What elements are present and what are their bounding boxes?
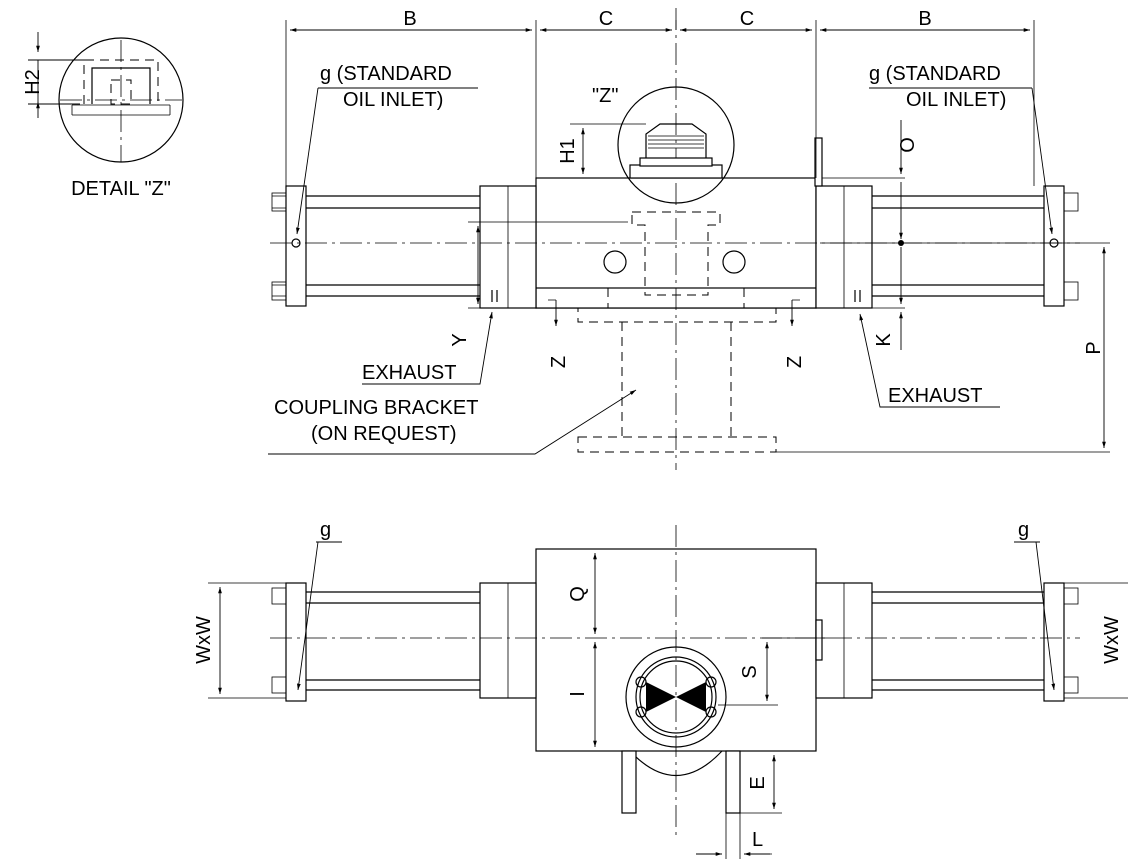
g-right-label: g: [1018, 519, 1029, 541]
dim-h2-label: H2: [22, 69, 44, 95]
detail-caption: DETAIL "Z": [71, 178, 171, 200]
left-cylinder: [271, 185, 480, 307]
top-view: B C C B g (STANDARD OIL INLET) g (STANDA…: [268, 8, 1110, 470]
dim-wxw-left: WxW: [193, 616, 215, 664]
bracket-label-line1: COUPLING BRACKET: [274, 397, 478, 419]
dim-b-left: B: [403, 8, 416, 30]
dim-wxw-right: WxW: [1101, 616, 1123, 664]
oil-inlet-left-line1: g (STANDARD: [320, 63, 452, 85]
section-z-right: Z: [784, 356, 806, 368]
exhaust-right-label: EXHAUST: [888, 385, 982, 407]
dim-l: L: [752, 829, 763, 851]
dim-c-left: C: [599, 8, 613, 30]
dim-c-right: C: [740, 8, 754, 30]
bracket-label-line2: (ON REQUEST): [311, 423, 457, 445]
bottom-view: g g WxW WxW Q I S E L: [193, 519, 1128, 859]
oil-inlet-right-line2: OIL INLET): [906, 89, 1006, 111]
dim-p: P: [1083, 341, 1105, 354]
section-z-left: Z: [548, 356, 570, 368]
dim-q: Q: [567, 586, 589, 602]
detail-z-callout: "Z": [592, 85, 618, 107]
right-cylinder: [872, 185, 1079, 307]
dim-y: Y: [449, 333, 471, 346]
exhaust-left-label: EXHAUST: [362, 362, 456, 384]
dim-b-right: B: [918, 8, 931, 30]
detail-z: H2 DETAIL "Z": [22, 32, 184, 200]
dim-e: E: [747, 776, 769, 789]
dim-s: S: [739, 665, 761, 678]
g-left-label: g: [320, 519, 331, 541]
dim-i: I: [567, 691, 589, 697]
oil-inlet-left-line2: OIL INLET): [343, 89, 443, 111]
dim-h1: H1: [557, 138, 579, 164]
dim-k: K: [873, 333, 895, 347]
dim-o: O: [897, 137, 919, 153]
oil-inlet-right-line1: g (STANDARD: [869, 63, 1001, 85]
